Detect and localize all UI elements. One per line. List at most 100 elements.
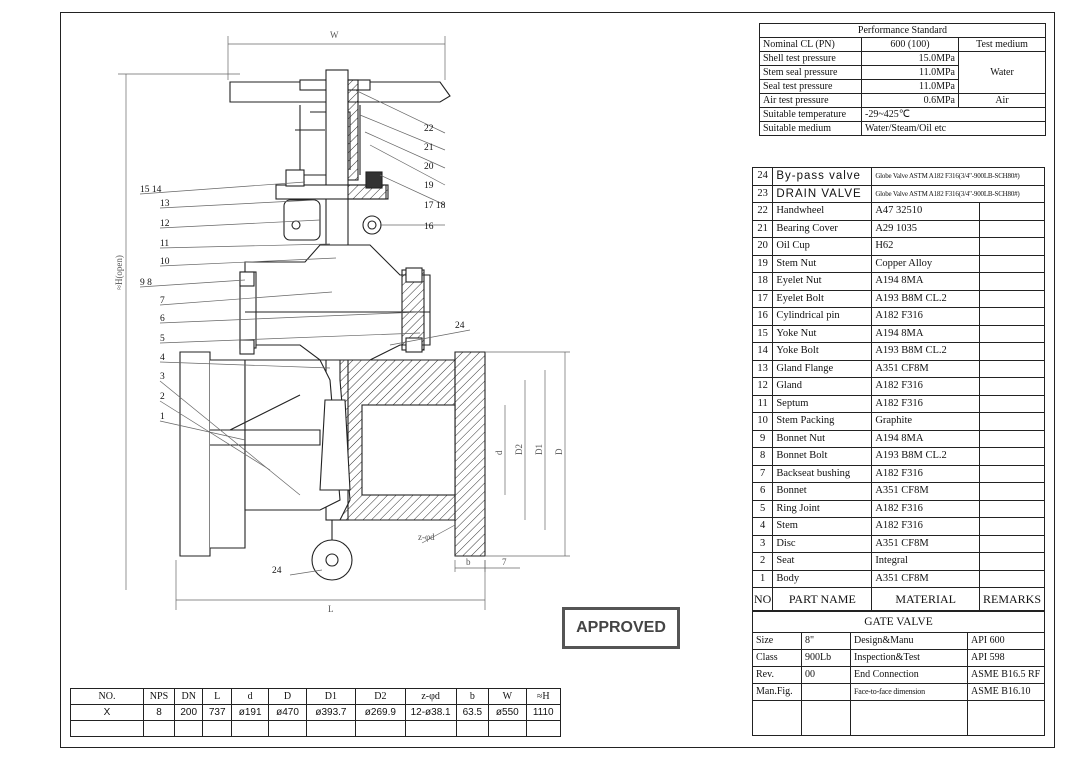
part-no: 24 (751, 167, 774, 186)
part-remarks (978, 482, 1046, 501)
dimensions-table: NO. NPS DN L d D D1 D2 z-φd b W ≈H X 8 2… (70, 688, 561, 737)
perf-value: Water/Steam/Oil etc (861, 121, 1046, 136)
part-label: 3 (160, 372, 165, 382)
perf-label: Shell test pressure (759, 51, 862, 66)
part-remarks (978, 517, 1046, 536)
spec-value: ASME B16.10 (967, 683, 1045, 701)
part-label: 19 (424, 181, 434, 191)
part-remarks (978, 272, 1046, 291)
part-material: Copper Alloy (871, 254, 980, 273)
part-material: A182 F316 (871, 307, 980, 326)
dim-value: 737 (202, 704, 232, 721)
spec-value: 900Lb (801, 649, 851, 667)
part-name: Cylindrical pin (772, 307, 873, 326)
part-name: Bearing Cover (772, 219, 873, 238)
part-no: 10 (751, 412, 774, 431)
part-material: A47 32510 (871, 202, 980, 221)
part-material: H62 (871, 237, 980, 256)
dim-header: D1 (305, 688, 357, 705)
part-remarks (978, 534, 1046, 553)
part-name: Septum (772, 394, 873, 413)
dim-h: ≈H(open) (114, 255, 124, 290)
perf-label: Seal test pressure (759, 79, 862, 94)
spec-title: GATE VALVE (752, 611, 1045, 633)
left-flange-shape (179, 351, 211, 557)
part-remarks (978, 412, 1046, 431)
spec-key: Face-to-face dimension (850, 683, 968, 701)
dim-d: d (494, 450, 504, 455)
dim-value: 1110 (525, 704, 561, 721)
part-no: 16 (751, 307, 774, 326)
parts-header-material: MATERIAL (871, 587, 980, 611)
part-material: Integral (871, 552, 980, 571)
part-label: 7 (160, 296, 165, 306)
dim-header: d (230, 688, 270, 705)
part-name: Stem Nut (772, 254, 873, 273)
part-material: A29 1035 (871, 219, 980, 238)
part-material: Globe Valve ASTM A182 F316(3/4"-900LB-SC… (871, 184, 1045, 203)
part-name: Stem (772, 517, 873, 536)
dim-header: NPS (143, 688, 175, 705)
parts-header-name: PART NAME (772, 587, 873, 611)
part-name: Bonnet (772, 482, 873, 501)
body-shape (244, 359, 341, 511)
part-remarks (978, 254, 1046, 273)
part-label: 9 8 (140, 278, 152, 288)
part-material: A351 CF8M (871, 569, 980, 588)
part-remarks (978, 342, 1046, 361)
part-name: Disc (772, 534, 873, 553)
dim-header: NO. (70, 688, 144, 705)
part-label: 5 (160, 334, 165, 344)
part-remarks (978, 394, 1046, 413)
dim-d2: D2 (514, 444, 524, 455)
part-no: 17 (751, 289, 774, 308)
dim-value: X (70, 704, 144, 721)
part-no: 23 (751, 184, 774, 203)
part-name: Handwheel (772, 202, 873, 221)
part-remarks (978, 324, 1046, 343)
perf-label: Stem seal pressure (759, 65, 862, 80)
part-no: 8 (751, 447, 774, 466)
part-no: 2 (751, 552, 774, 571)
perf-value: -29~425℃ (861, 107, 1046, 122)
perf-medium: Test medium (958, 37, 1046, 52)
perf-label: Air test pressure (759, 93, 862, 108)
part-label: 21 (424, 143, 434, 153)
part-no: 19 (751, 254, 774, 273)
dim-value: 200 (173, 704, 204, 721)
drawing-frame (60, 12, 1055, 748)
parts-header-remarks: REMARKS (978, 587, 1046, 611)
part-remarks (978, 429, 1046, 448)
part-name: Bonnet Bolt (772, 447, 873, 466)
part-label: 6 (160, 314, 165, 324)
part-material: A351 CF8M (871, 359, 980, 378)
dim-header: W (488, 688, 527, 705)
part-no: 6 (751, 482, 774, 501)
part-no: 22 (751, 202, 774, 221)
spec-key: Inspection&Test (850, 649, 968, 667)
part-name: DRAIN VALVE (772, 184, 873, 203)
part-label: 11 (160, 239, 169, 249)
part-label: 24 (272, 566, 282, 576)
dim-d1: D1 (534, 444, 544, 455)
part-no: 1 (751, 569, 774, 588)
part-name: Eyelet Nut (772, 272, 873, 291)
part-label: 12 (160, 219, 170, 229)
part-remarks (978, 464, 1046, 483)
part-no: 4 (751, 517, 774, 536)
part-material: A351 CF8M (871, 482, 980, 501)
bonnet-shape (244, 244, 431, 361)
part-no: 5 (751, 499, 774, 518)
spec-value: 8" (801, 632, 851, 650)
part-material: A182 F316 (871, 464, 980, 483)
perf-value: 11.0MPa (861, 65, 959, 80)
spec-key: Class (752, 649, 802, 667)
part-name: Oil Cup (772, 237, 873, 256)
dim-zphid: z-φd (418, 532, 435, 542)
part-label: 20 (424, 162, 434, 172)
part-material: A182 F316 (871, 499, 980, 518)
perf-value: 600 (100) (861, 37, 959, 52)
dim-value: ø393.7 (305, 704, 357, 721)
